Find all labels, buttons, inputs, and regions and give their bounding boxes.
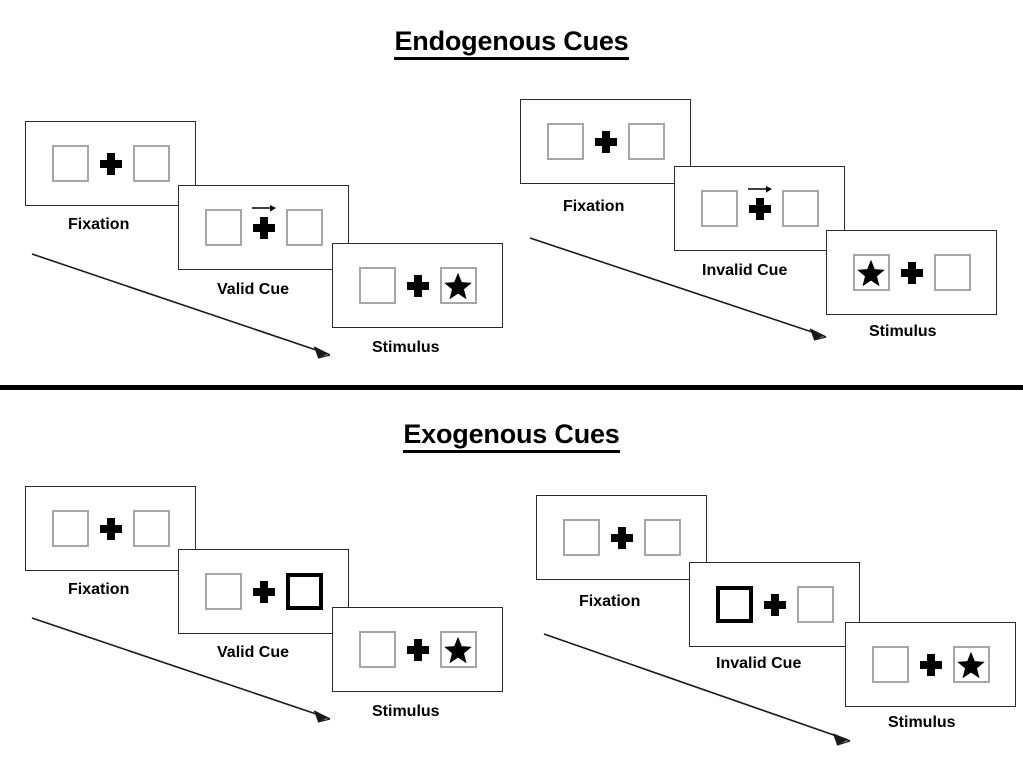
section-title-exogenous-text: Exogenous Cues: [403, 419, 620, 453]
panel-content: [675, 167, 844, 250]
panel-endo-valid-fixation: [25, 121, 196, 206]
label-exo-invalid-stimulus: Stimulus: [888, 714, 956, 731]
panel-content: [846, 623, 1015, 706]
plus-icon: [252, 216, 275, 239]
cued-box-right: [285, 573, 323, 610]
panel-endo-invalid-stimulus: [826, 230, 997, 315]
panel-exo-valid-stimulus: [332, 607, 503, 692]
panel-content: [333, 608, 502, 691]
label-exo-invalid-fixation: Fixation: [579, 593, 641, 610]
fixation-center: [600, 526, 644, 549]
star-icon: [444, 272, 472, 299]
placeholder-box-left: [562, 519, 600, 556]
panel-content: [26, 122, 195, 205]
placeholder-box-left: [358, 631, 396, 668]
label-endo-invalid-stimulus: Stimulus: [869, 323, 937, 340]
panel-content: [690, 563, 859, 646]
plus-icon: [919, 653, 942, 676]
panel-exo-invalid-stimulus: [845, 622, 1016, 707]
arrow-right-icon: [251, 204, 276, 212]
placeholder-box-right: [132, 510, 170, 547]
panel-exo-valid-fixation: [25, 486, 196, 571]
plus-icon: [99, 517, 122, 540]
cued-box-left: [715, 586, 753, 623]
target-box-right: [439, 631, 477, 668]
target-box-right: [439, 267, 477, 304]
plus-icon: [610, 526, 633, 549]
placeholder-box-left: [51, 145, 89, 182]
placeholder-box-right: [643, 519, 681, 556]
placeholder-box-right: [933, 254, 971, 291]
placeholder-box-left: [700, 190, 738, 227]
plus-icon: [99, 152, 122, 175]
fixation-center: [242, 204, 286, 239]
placeholder-box-left: [871, 646, 909, 683]
label-endo-valid-stimulus: Stimulus: [372, 339, 440, 356]
plus-icon: [594, 130, 617, 153]
label-endo-invalid-fixation: Fixation: [563, 198, 625, 215]
placeholder-box-left: [546, 123, 584, 160]
placeholder-box-right: [627, 123, 665, 160]
placeholder-box-left: [358, 267, 396, 304]
section-title-endogenous: Endogenous Cues: [0, 26, 1023, 60]
panel-content: [333, 244, 502, 327]
plus-icon: [748, 197, 771, 220]
label-endo-valid-fixation: Fixation: [68, 216, 130, 233]
label-exo-valid-cue: Valid Cue: [217, 644, 290, 661]
fixation-center: [753, 593, 797, 616]
placeholder-box-right: [132, 145, 170, 182]
fixation-center: [396, 638, 440, 661]
label-endo-invalid-cue: Invalid Cue: [702, 262, 788, 279]
section-title-exogenous: Exogenous Cues: [0, 419, 1023, 453]
panel-content: [827, 231, 996, 314]
panel-endo-invalid-fixation: [520, 99, 691, 184]
time-flow-arrow-exo-invalid: [543, 633, 851, 746]
placeholder-box-left: [204, 573, 242, 610]
fixation-center: [584, 130, 628, 153]
star-icon: [957, 651, 985, 678]
target-box-left: [852, 254, 890, 291]
placeholder-box-left: [51, 510, 89, 547]
fixation-center: [738, 185, 782, 220]
arrow-right-icon: [747, 185, 772, 193]
placeholder-box-left: [204, 209, 242, 246]
panel-content: [521, 100, 690, 183]
panel-content: [26, 487, 195, 570]
label-exo-valid-fixation: Fixation: [68, 581, 130, 598]
panel-exo-invalid-cue: [689, 562, 860, 647]
fixation-center: [89, 152, 133, 175]
plus-icon: [900, 261, 923, 284]
placeholder-box-right: [285, 209, 323, 246]
section-title-endogenous-text: Endogenous Cues: [394, 26, 629, 60]
target-box-right: [952, 646, 990, 683]
panel-content: [179, 550, 348, 633]
fixation-center: [909, 653, 953, 676]
star-icon: [444, 636, 472, 663]
fixation-center: [242, 580, 286, 603]
plus-icon: [763, 593, 786, 616]
plus-icon: [252, 580, 275, 603]
panel-endo-valid-stimulus: [332, 243, 503, 328]
panel-content: [179, 186, 348, 269]
panel-endo-invalid-cue: [674, 166, 845, 251]
plus-icon: [406, 638, 429, 661]
label-exo-invalid-cue: Invalid Cue: [716, 655, 802, 672]
star-icon: [857, 259, 885, 286]
fixation-center: [890, 261, 934, 284]
fixation-center: [89, 517, 133, 540]
panel-endo-valid-cue: [178, 185, 349, 270]
placeholder-box-right: [796, 586, 834, 623]
plus-icon: [406, 274, 429, 297]
section-divider: [0, 385, 1023, 390]
label-endo-valid-cue: Valid Cue: [217, 281, 290, 298]
panel-content: [537, 496, 706, 579]
panel-exo-invalid-fixation: [536, 495, 707, 580]
fixation-center: [396, 274, 440, 297]
placeholder-box-right: [781, 190, 819, 227]
label-exo-valid-stimulus: Stimulus: [372, 703, 440, 720]
panel-exo-valid-cue: [178, 549, 349, 634]
